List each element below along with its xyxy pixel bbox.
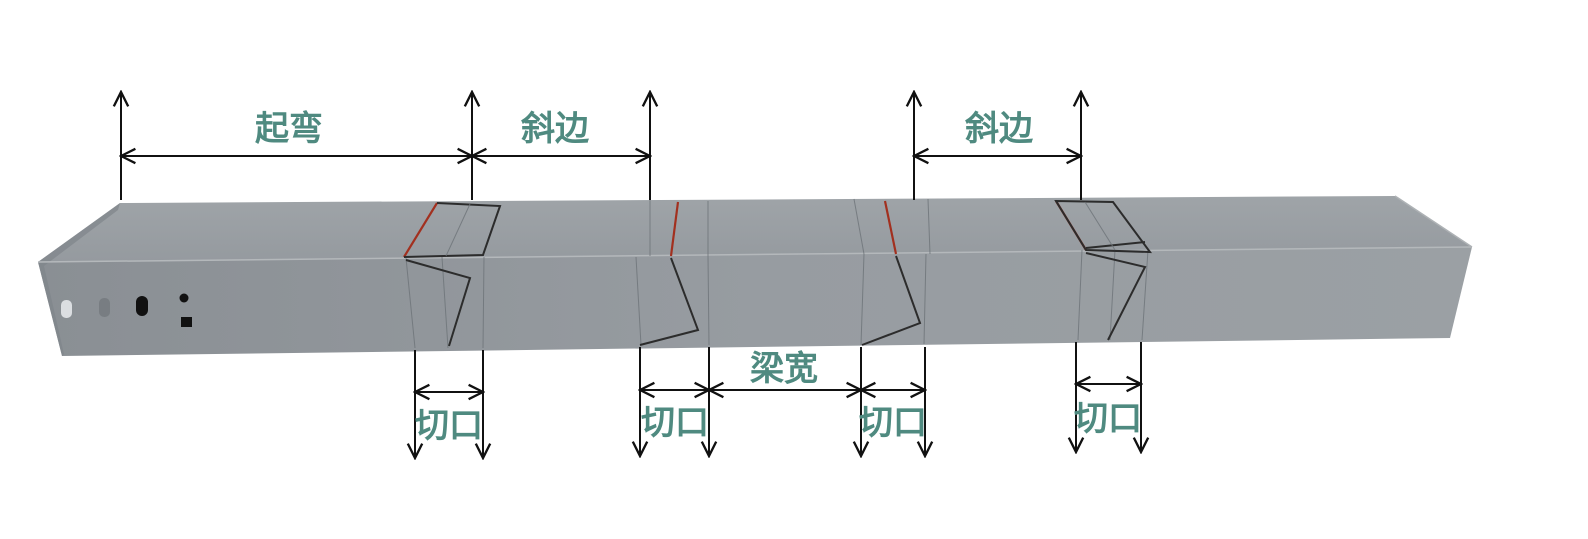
label-beam-width: 梁宽	[750, 349, 818, 389]
bottom-dimensions: 切口 切口 梁宽 切口 切口	[415, 342, 1142, 458]
hole-slot-1	[61, 300, 72, 318]
label-bevel-2: 斜边	[965, 109, 1033, 149]
label-bend-start: 起弯	[255, 109, 323, 149]
label-cut-3: 切口	[859, 403, 927, 443]
label-cut-1: 切口	[415, 406, 483, 446]
cut-outlines	[403, 199, 1153, 347]
red-mark-3	[883, 200, 898, 255]
red-mark-1	[403, 202, 438, 258]
cable-tray-body	[37, 195, 1473, 356]
hole-slot-2	[99, 298, 110, 317]
duct-left-end	[38, 203, 120, 356]
red-mark-2	[669, 201, 680, 257]
duct-front-face	[38, 247, 1472, 356]
label-cut-4: 切口	[1074, 399, 1142, 439]
duct-guide-lines	[405, 198, 1149, 349]
hole-square	[181, 317, 192, 327]
hole-slot-3	[136, 296, 148, 316]
top-dimensions: 起弯 斜边 斜边	[121, 92, 1081, 200]
hole-round	[179, 293, 189, 303]
label-bevel-1: 斜边	[521, 109, 589, 149]
label-cut-2: 切口	[641, 403, 709, 443]
duct-holes	[61, 293, 192, 327]
